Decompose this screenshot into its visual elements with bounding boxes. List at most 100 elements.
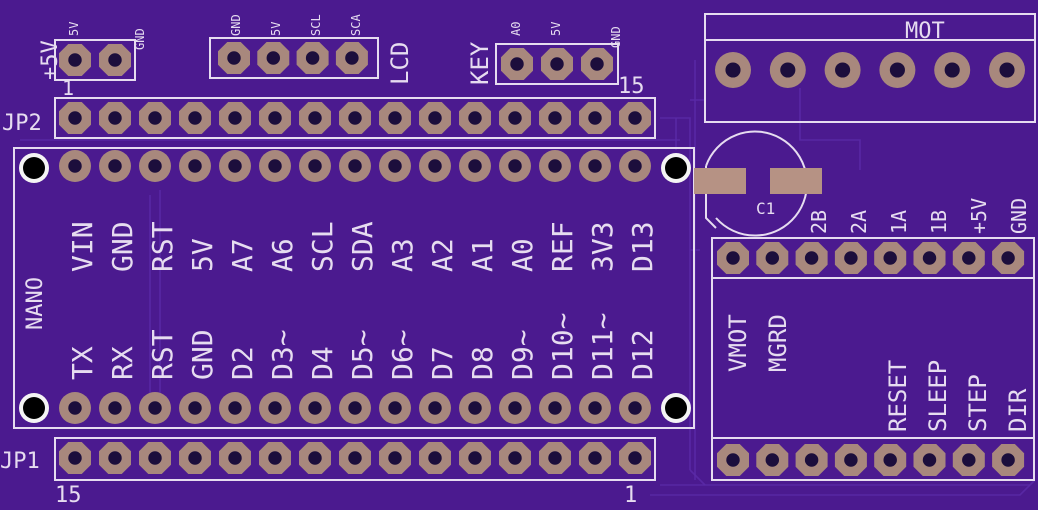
nano-top-row-pad-hole: [548, 159, 562, 173]
jp2-pad-hole: [348, 111, 362, 125]
driver-bottom-header-pad-hole: [804, 453, 819, 467]
jp2-label: JP2: [2, 111, 42, 136]
nano-bottom-label-11: D9~: [506, 329, 539, 380]
mounting-hole: [23, 157, 45, 179]
nano-bottom-row-pad-hole: [508, 401, 522, 415]
nano-top-row-pad-hole: [588, 159, 602, 173]
power-header: +5V 5V GND 1: [38, 22, 147, 100]
jp1-pad-hole: [308, 451, 322, 465]
jp1-pad-hole: [68, 451, 82, 465]
capacitor-smd-pad: [770, 168, 822, 194]
mot-connector-pad-hole: [999, 62, 1015, 78]
nano-top-row-pad-hole: [188, 159, 202, 173]
key-pin-a0-label: A0: [509, 22, 523, 36]
driver-top-header-pad-hole: [922, 251, 937, 265]
mounting-hole: [23, 397, 45, 419]
driver-top-header-pad-hole: [962, 251, 976, 265]
jp2-pad-hole: [308, 111, 322, 125]
driver-sleep-label: SLEEP: [924, 360, 952, 432]
key-pin-5v-label: 5V: [549, 22, 563, 36]
power-pin-gnd-label: GND: [133, 28, 147, 50]
nano-bottom-label-10: D8: [466, 346, 499, 380]
lcd-pin-scl-label: SCL: [309, 14, 323, 36]
jp2-header: JP2 15: [2, 74, 656, 139]
key-header-label: KEY: [466, 41, 494, 85]
jp1-pad-hole: [268, 451, 282, 465]
nano-top-label-10: A1: [466, 238, 499, 272]
power-header-pad-hole: [108, 53, 122, 67]
driver-2b-label: 2B: [807, 210, 831, 234]
jp1-label: JP1: [0, 449, 40, 474]
nano-top-label-4: A7: [226, 238, 259, 272]
jp2-pad-hole: [628, 111, 642, 125]
jp1-pads: [59, 442, 651, 474]
nano-bottom-row-pad-hole: [548, 401, 562, 415]
mot-connector-label: MOT: [905, 19, 945, 44]
jp2-end-label: 15: [618, 74, 645, 99]
nano-top-label-5: A6: [266, 238, 299, 272]
driver-1a-label: 1A: [887, 210, 911, 234]
nano-top-row-pad-hole: [628, 159, 642, 173]
nano-bottom-row-pad-hole: [148, 401, 162, 415]
power-pin-5v-label: 5V: [67, 22, 81, 36]
power-pin1-marker: 1: [62, 76, 74, 100]
lcd-pin-sca-label: SCA: [349, 14, 363, 36]
nano-bottom-label-2: RST: [146, 329, 179, 380]
driver-dir-label: DIR: [1004, 388, 1032, 432]
nano-top-label-13: 3V3: [586, 221, 619, 272]
nano-bottom-row-pad-hole: [188, 401, 202, 415]
key-header-pad-hole: [510, 57, 524, 71]
lcd-header-pads: [218, 42, 368, 74]
jp1-start-label: 15: [55, 483, 82, 508]
capacitor-label: C1: [756, 199, 775, 218]
capacitor-smd-pad: [694, 168, 746, 194]
jp2-pad-hole: [548, 111, 562, 125]
nano-bottom-row-pad-hole: [268, 401, 282, 415]
jp2-pad-hole: [188, 111, 202, 125]
nano-bottom-label-5: D3~: [266, 329, 299, 380]
nano-bottom-row-pad-hole: [108, 401, 122, 415]
nano-top-label-1: GND: [106, 221, 139, 272]
driver-top-header-pad-hole: [883, 251, 897, 265]
driver-bottom-header-pad-hole: [1001, 453, 1015, 467]
key-header-pad-hole: [550, 57, 564, 71]
nano-bottom-row-pads: [59, 392, 651, 424]
jp1-pad-hole: [228, 451, 242, 465]
nano-top-row-pad-hole: [428, 159, 442, 173]
driver-5v-label: +5V: [967, 198, 991, 234]
key-header-pads: [501, 48, 613, 80]
jp1-pad-hole: [468, 451, 482, 465]
mot-connector-pad-hole: [889, 62, 905, 78]
lcd-header-pad-hole: [266, 51, 281, 65]
nano-bottom-label-3: GND: [186, 329, 219, 380]
nano-bottom-row-pad-hole: [348, 401, 362, 415]
lcd-header-pad-hole: [305, 51, 320, 65]
nano-top-row-pad-hole: [348, 159, 362, 173]
driver-vmot-label: VMOT: [724, 314, 752, 372]
nano-top-label-8: A3: [386, 238, 419, 272]
nano-top-label-12: REF: [546, 221, 579, 272]
nano-top-row-pad-hole: [508, 159, 522, 173]
jp2-pad-hole: [68, 111, 82, 125]
mot-connector: MOT: [704, 13, 1036, 123]
nano-top-row-pad-hole: [148, 159, 162, 173]
lcd-pin-gnd-label: GND: [229, 14, 243, 36]
jp1-pad-hole: [148, 451, 162, 465]
mot-connector-pad-hole: [944, 62, 960, 78]
nano-top-row-pad-hole: [388, 159, 402, 173]
nano-bottom-row-pad-hole: [468, 401, 482, 415]
nano-top-label-3: 5V: [186, 238, 219, 272]
nano-bottom-row-pad-hole: [308, 401, 322, 415]
nano-top-label-0: VIN: [66, 221, 99, 272]
nano-label: NANO: [23, 277, 48, 330]
nano-top-label-9: A2: [426, 238, 459, 272]
power-header-pads: [59, 44, 131, 76]
driver-top-header-pad-hole: [844, 251, 858, 265]
jp2-pad-hole: [268, 111, 282, 125]
mot-connector-pad-hole: [835, 62, 851, 78]
nano-top-row-pad-hole: [308, 159, 322, 173]
nano-bottom-row-pad-hole: [428, 401, 442, 415]
driver-1b-label: 1B: [927, 210, 951, 234]
